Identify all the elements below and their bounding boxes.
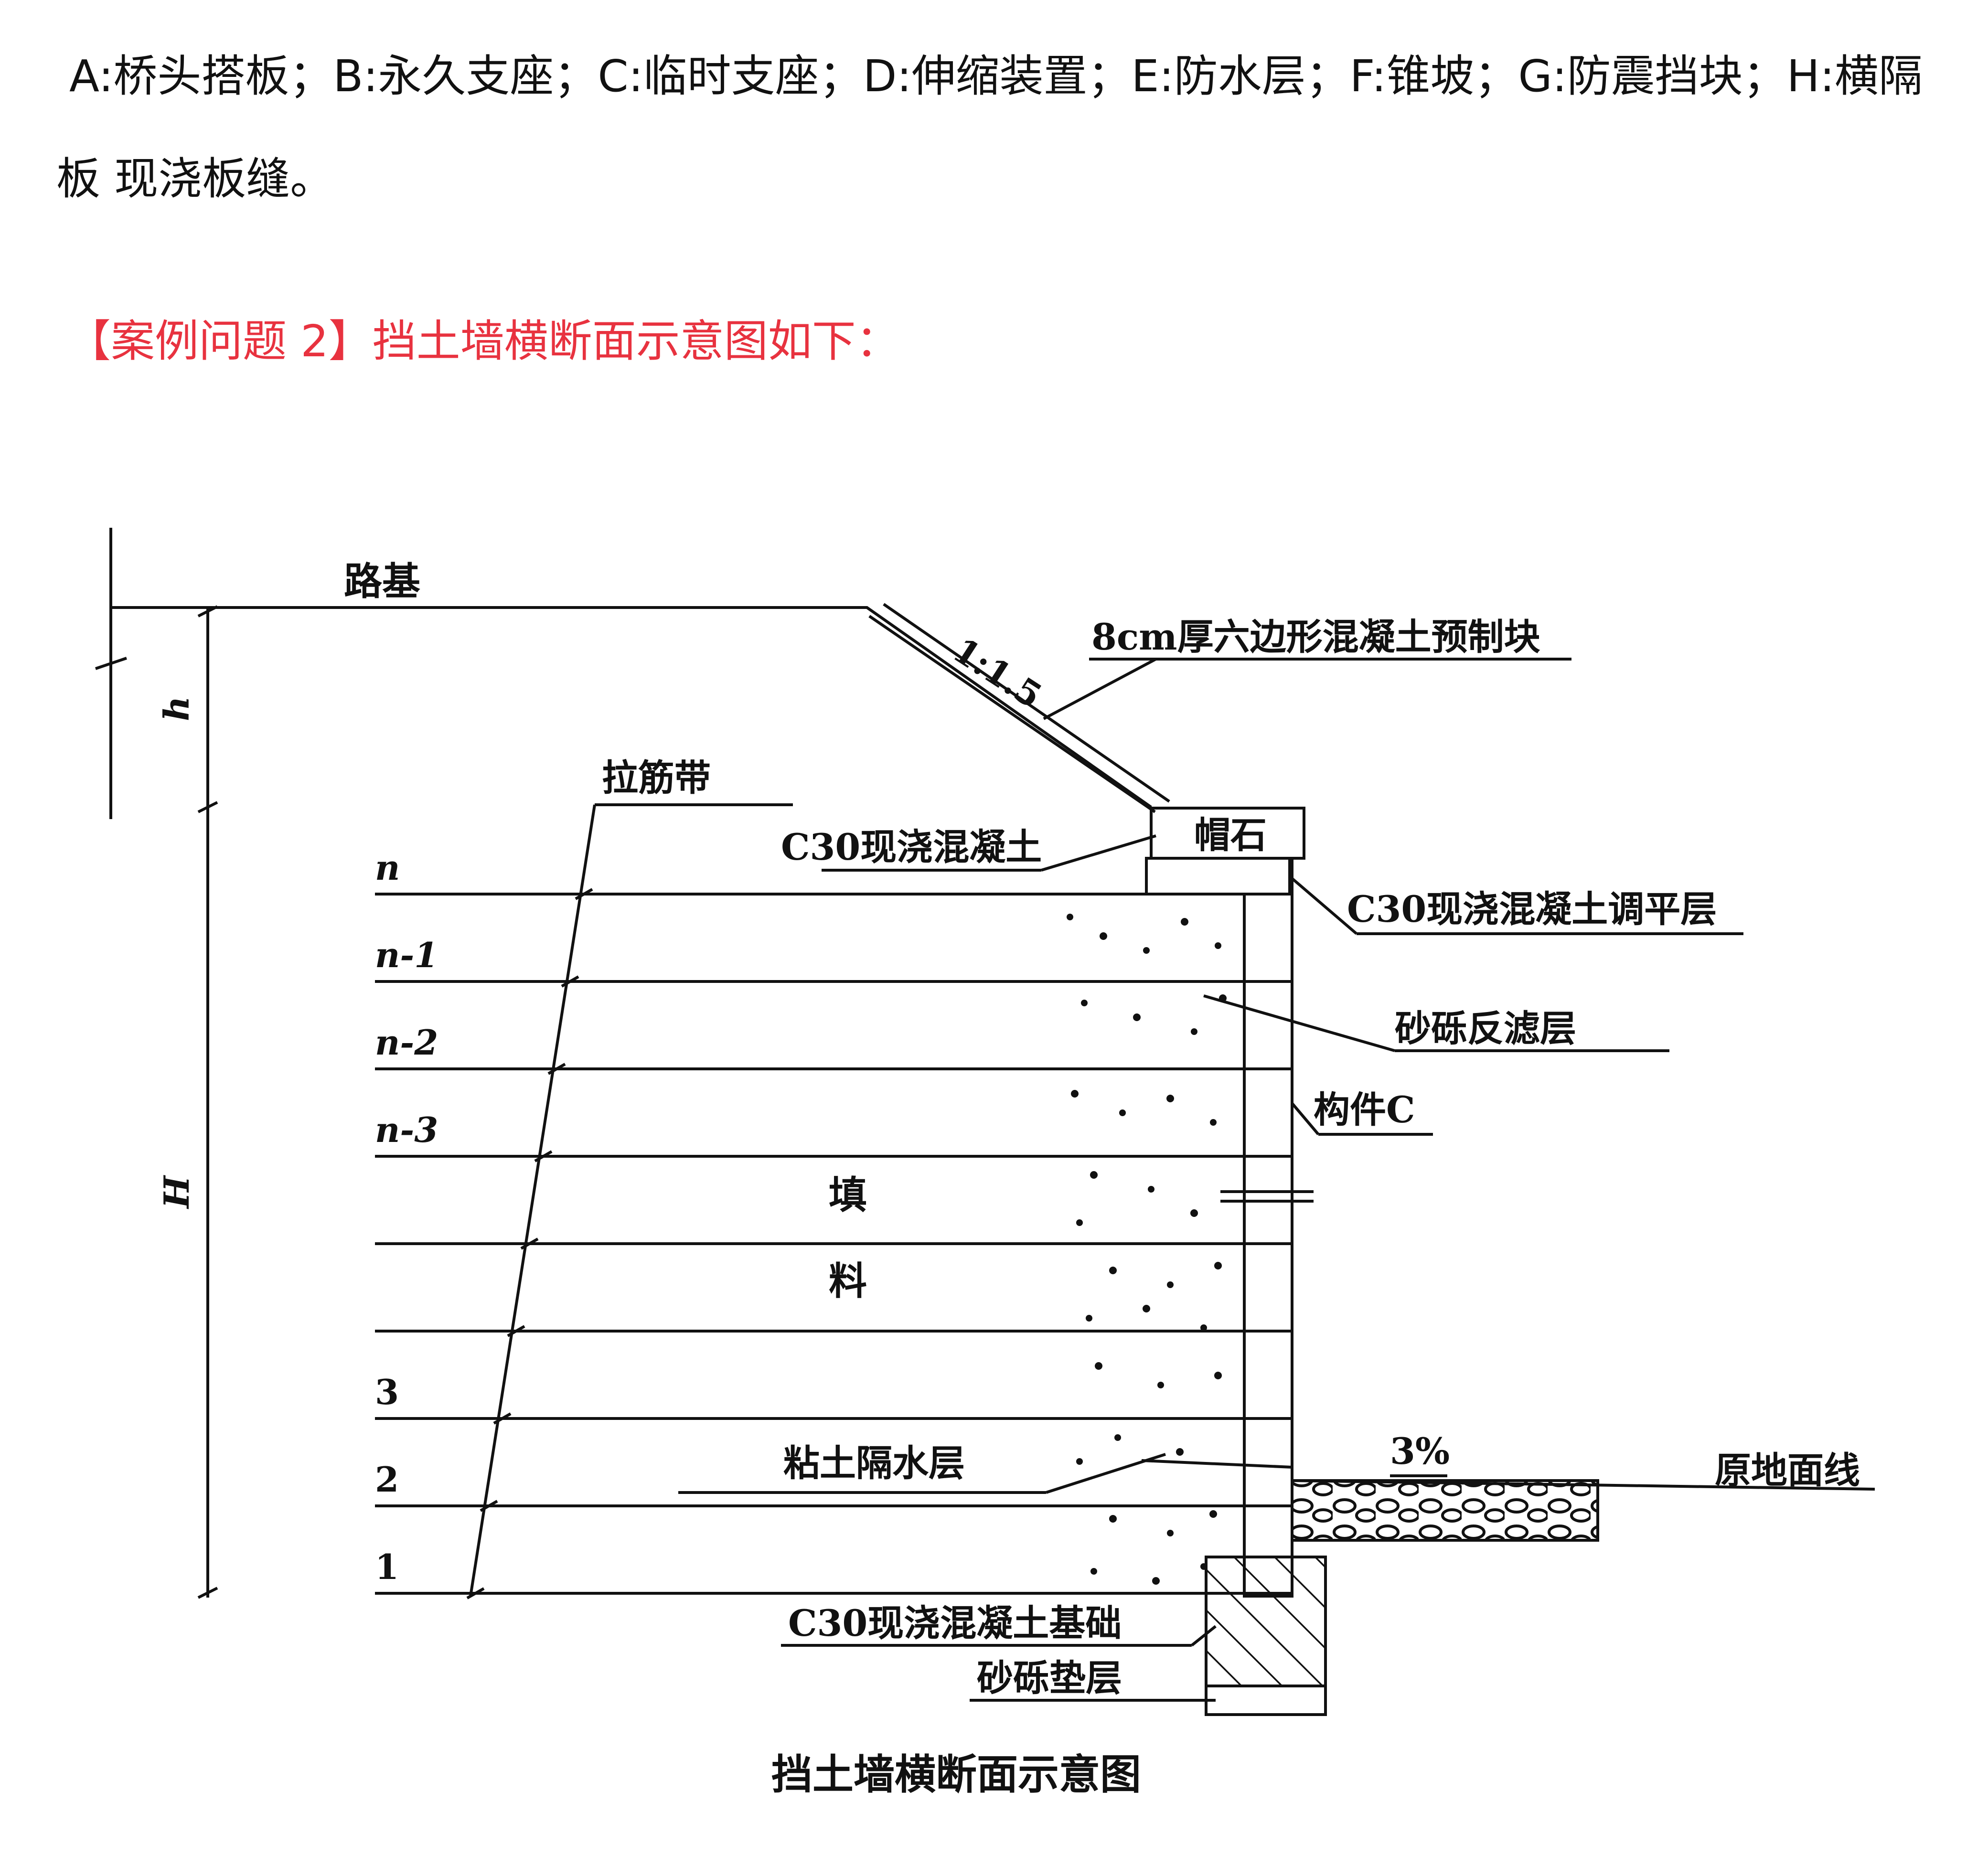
tie-tick — [575, 888, 593, 900]
dimension-h-big: H — [156, 1175, 197, 1209]
ground-line-label: 原地面线 — [1715, 1449, 1860, 1492]
tie-tick — [480, 1500, 498, 1512]
left-tick-mark — [95, 657, 127, 670]
tie-tick — [561, 975, 579, 988]
material-label: 料 — [829, 1258, 867, 1303]
dimension-tick-bottom — [197, 1587, 218, 1599]
tie-tick — [466, 1587, 485, 1599]
cast-concrete-box — [1145, 857, 1291, 896]
tie-tick — [493, 1412, 512, 1425]
gravel-drainage — [1291, 1479, 1599, 1542]
layer-label-n-2: n-2 — [375, 1022, 438, 1063]
dimension-h-small: h — [156, 696, 197, 721]
fill-label: 填 — [829, 1173, 867, 1217]
percent-label: 3% — [1390, 1430, 1450, 1472]
leveling-leader — [1289, 875, 1357, 935]
diagram-title: 挡土墙横断面示意图 — [771, 1750, 1141, 1799]
foundation-block — [1205, 1556, 1327, 1687]
gravel-cushion — [1205, 1685, 1327, 1716]
tie-tick — [507, 1325, 525, 1337]
gravel-cushion-label: 砂砾垫层 — [977, 1657, 1122, 1699]
hex-block-leader — [1043, 658, 1157, 720]
hex-block-band-bottom — [883, 603, 1170, 803]
roadbed-surface-line — [111, 606, 1152, 809]
layer-label-n-1: n-1 — [375, 935, 438, 975]
foundation-label: C30现浇混凝土基础 — [788, 1602, 1122, 1644]
gravel-filter-label: 砂砾反滤层 — [1395, 1007, 1576, 1050]
hex-block-label: 8cm厚六边形混凝土预制块 — [1091, 616, 1540, 658]
dimension-tick-h-mid — [197, 801, 218, 813]
clay-layer-label: 粘土隔水层 — [783, 1442, 965, 1484]
member-c-leader — [1291, 1102, 1320, 1135]
leveling-layer-label: C30现浇混凝土调平层 — [1347, 888, 1717, 930]
layer-label-n-3: n-3 — [375, 1109, 438, 1150]
layer-label-n: n — [375, 847, 400, 888]
legend-line-2: 板 现浇板缝。 — [56, 153, 334, 204]
tie-strip-label: 拉筋带 — [602, 757, 711, 799]
hex-block-band-top — [868, 615, 1156, 813]
layer-label-1: 1 — [375, 1546, 399, 1587]
tie-tick — [520, 1237, 539, 1250]
clay-layer-line — [1141, 1459, 1293, 1469]
tie-strip-boundary — [469, 804, 596, 1597]
roadbed-label: 路基 — [344, 559, 420, 604]
foundation-leader — [1191, 1625, 1217, 1647]
tie-tick — [547, 1063, 566, 1075]
dimension-tick-h-top — [197, 605, 218, 618]
layer-label-3: 3 — [375, 1372, 399, 1412]
member-c-label: 构件C — [1314, 1088, 1415, 1131]
cap-stone-label: 帽石 — [1194, 814, 1267, 856]
legend-line-1: A:桥头搭板；B:永久支座；C:临时支座；D:伸缩装置；E:防水层；F:锥坡；G… — [69, 51, 1923, 102]
cast-concrete-label: C30现浇混凝土 — [781, 826, 1042, 868]
gravel-filter-leader — [1203, 994, 1395, 1052]
layer-label-2: 2 — [375, 1459, 399, 1500]
tie-tick — [534, 1150, 553, 1162]
gravel-filter-dots — [1067, 914, 1227, 1585]
cast-concrete-leader — [1041, 834, 1156, 872]
case-question-heading: 【案例问题 2】挡土墙横断面示意图如下： — [67, 316, 900, 367]
